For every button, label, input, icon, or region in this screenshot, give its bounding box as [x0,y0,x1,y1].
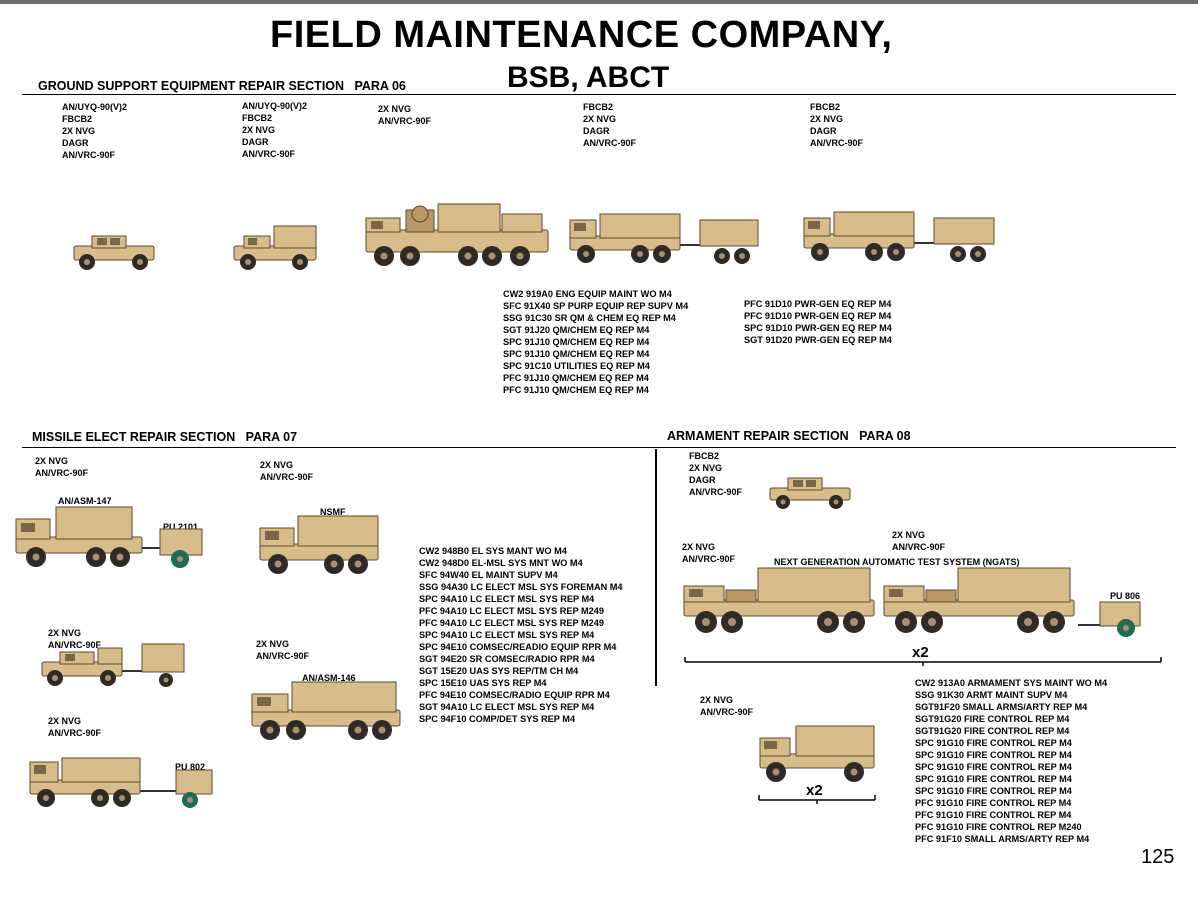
ngats-truck-icon-1 [683,567,875,633]
humvee-icon [73,235,155,270]
top-border [0,0,1198,4]
page-number: 125 [1141,846,1175,868]
ground-section-heading: GROUND SUPPORT EQUIPMENT REPAIR SECTION … [38,79,406,93]
nsmf-label: NSMF [320,507,346,517]
asm147-label: AN/ASM-147 [58,496,112,506]
humvee-shelter-icon [233,225,317,270]
missile-section-heading: MISSILE ELECT REPAIR SECTION PARA 07 [32,430,298,444]
pu806-label: PU 806 [1110,591,1141,601]
pu2101-label: PU 2101 [163,522,199,532]
x2-bracket-2 [758,795,876,804]
asm146-truck-icon [251,681,401,740]
humvee-trailer-icon [41,643,185,687]
cargo-truck-trailer-icon-1 [569,213,759,264]
page-subtitle: BSB, ABCT [507,61,670,94]
shelter-truck-multiplier: x2 [806,782,823,799]
truck-generator-icon [29,757,213,808]
lower-section-rule [22,447,1176,448]
armament-section-heading: ARMAMENT REPAIR SECTION PARA 08 [667,429,911,443]
pu802-label: PU 802 [175,762,206,772]
ngats-truck-icon-2 [883,567,1075,633]
ngats-label: NEXT GENERATION AUTOMATIC TEST SYSTEM (N… [774,557,1020,567]
ngats-multiplier: x2 [912,644,929,661]
section-divider [655,449,657,686]
armament-humvee-icon [769,477,851,509]
cargo-truck-trailer-icon-2 [803,211,995,262]
pu806-generator-icon [1078,601,1141,637]
missile-truck-generator-icon [15,506,203,568]
wrecker-truck-icon [365,203,549,266]
shelter-truck-icon [759,725,875,782]
ground-section-rule [22,94,1176,95]
x2-bracket-1 [684,657,1162,666]
asm146-label: AN/ASM-146 [302,673,356,683]
nsmf-truck-icon [259,515,379,574]
page-title: FIELD MAINTENANCE COMPANY, [270,14,893,56]
